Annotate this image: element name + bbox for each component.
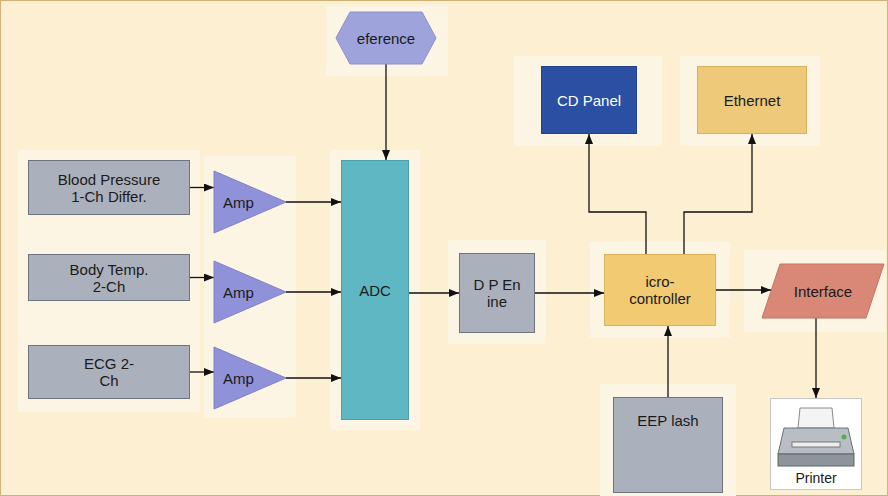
signal-arrow: [535, 292, 604, 293]
network-box: Ethernet: [697, 66, 807, 134]
panel: [330, 150, 420, 430]
signal-arrow: [684, 134, 752, 254]
amplifier-triangle: Amp: [214, 261, 286, 323]
memory-box: EEP lash: [613, 397, 723, 493]
dsp-box: D P En ine: [459, 253, 535, 333]
panel: [680, 56, 820, 146]
amplifier-triangle: Amp: [214, 347, 286, 409]
panel: [448, 240, 546, 344]
signal-arrow: [716, 289, 771, 290]
node-label: Amp: [223, 284, 254, 301]
node-label: D P En ine: [467, 276, 527, 310]
printer-node: Printer: [770, 398, 862, 490]
panel: [590, 242, 730, 338]
signal-arrow: [286, 291, 341, 292]
node-label: Amp: [223, 370, 254, 387]
signal-arrow: [409, 292, 459, 293]
node-label: Blood Pressure 1-Ch Differ.: [57, 171, 161, 205]
signal-arrow: [815, 318, 816, 398]
adc-block: ADC: [341, 160, 409, 420]
panel: [326, 6, 448, 76]
panel: [744, 250, 886, 332]
signal-arrow: [286, 201, 341, 202]
sensor-box: ECG 2-Ch: [28, 345, 190, 399]
reference-hexagon: eference: [336, 12, 436, 64]
node-label: Body Temp. 2-Ch: [66, 261, 152, 295]
controller-box: icro- controller: [604, 254, 716, 326]
sensor-box: Blood Pressure 1-Ch Differ.: [28, 160, 190, 215]
signal-arrow: [589, 134, 646, 254]
signal-arrow: [286, 377, 341, 378]
node-label: eference: [357, 30, 415, 47]
node-label: Interface: [794, 283, 852, 300]
panel: [514, 56, 662, 146]
node-label: ADC: [359, 282, 391, 299]
signal-arrow: [667, 326, 668, 397]
node-label: ECG 2-Ch: [79, 355, 139, 389]
printer-icon: [778, 408, 854, 466]
signal-arrow: [190, 187, 214, 188]
panel: [204, 156, 296, 418]
sensor-box: Body Temp. 2-Ch: [28, 254, 190, 301]
signal-arrow: [385, 64, 386, 160]
panel: [600, 384, 736, 496]
panel: [18, 150, 200, 412]
signal-arrow: [190, 371, 214, 372]
node-label: Ethernet: [724, 92, 781, 109]
interface-parallelogram: Interface: [762, 264, 884, 318]
node-label: EEP lash: [637, 412, 698, 429]
signal-arrow: [190, 277, 214, 278]
node-label: CD Panel: [557, 92, 621, 109]
amplifier-triangle: Amp: [214, 171, 286, 233]
node-label: icro- controller: [615, 273, 705, 307]
display-box: CD Panel: [541, 66, 637, 134]
node-label: Amp: [223, 194, 254, 211]
node-label: Printer: [795, 470, 836, 487]
